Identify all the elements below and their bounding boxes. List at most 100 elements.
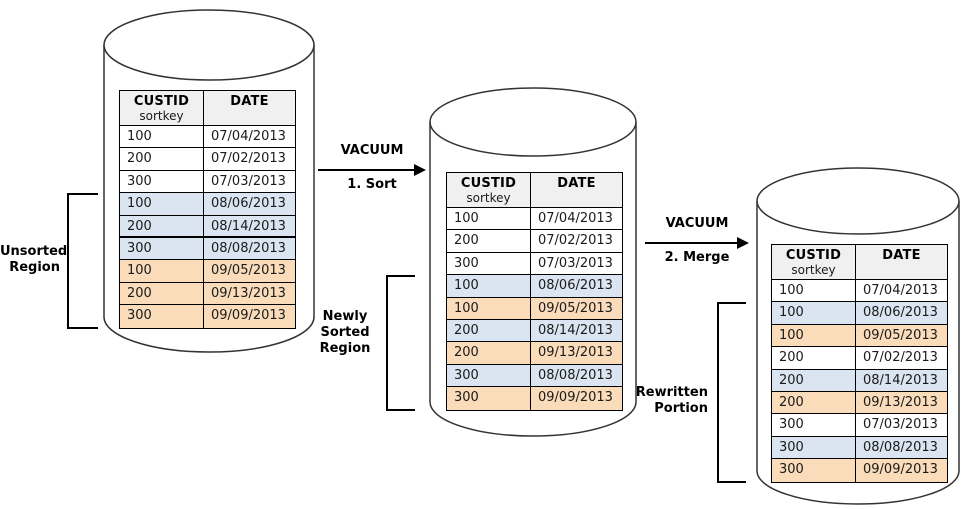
table-row: 300 07/03/2013 — [447, 252, 622, 276]
region-label-line: Newly — [322, 309, 368, 324]
region-label-line: Region — [319, 341, 371, 356]
vacuum-sort-step-label: 1. Sort — [347, 177, 397, 192]
custid-cell: 200 — [447, 319, 531, 342]
custid-cell: 100 — [772, 302, 856, 324]
sortkey-header-label: sortkey — [139, 109, 184, 123]
custid-cell: 200 — [120, 148, 204, 170]
date-cell: 07/02/2013 — [538, 233, 613, 249]
table-row: 300 09/09/2013 — [120, 305, 295, 328]
date-header-label: DATE — [882, 248, 921, 263]
date-cell: 09/13/2013 — [863, 394, 938, 410]
custid-cell: 300 — [120, 305, 204, 328]
region-label-line: Portion — [654, 401, 708, 416]
table-row: 100 08/06/2013 — [120, 193, 295, 216]
custid-cell: 200 — [120, 282, 204, 305]
custid-cell: 200 — [447, 342, 531, 364]
date-cell: 08/08/2013 — [863, 439, 938, 455]
custid-header-label: CUSTID — [460, 176, 517, 191]
table-row: 200 08/14/2013 — [772, 369, 947, 392]
custid-cell: 100 — [120, 260, 204, 282]
rewritten-portion-bracket — [717, 302, 746, 483]
merge-arrow-icon — [645, 237, 749, 249]
date-cell: 09/05/2013 — [211, 263, 286, 279]
custid-cell: 300 — [772, 414, 856, 436]
vacuum-merge-step-label: 2. Merge — [664, 250, 730, 265]
custid-cell: 300 — [772, 459, 856, 482]
custid-cell: 100 — [772, 280, 856, 302]
custid-cell: 100 — [447, 275, 531, 297]
date-cell: 08/06/2013 — [863, 305, 938, 321]
date-cell: 07/04/2013 — [538, 211, 613, 226]
custid-cell: 300 — [447, 387, 531, 410]
custid-column-header: CUSTID sortkey — [772, 245, 856, 279]
date-cell: 08/14/2013 — [863, 372, 938, 388]
custid-cell: 100 — [120, 126, 204, 148]
date-cell: 09/09/2013 — [863, 462, 938, 478]
region-label-line: Unsorted — [0, 244, 68, 259]
custid-header-label: CUSTID — [785, 248, 842, 263]
table-row: 300 09/09/2013 — [772, 459, 947, 482]
table-row: 200 09/13/2013 — [120, 282, 295, 306]
region-label-line: Sorted — [320, 325, 370, 340]
vacuum-sort-title: VACUUM — [340, 143, 404, 158]
date-header-label: DATE — [230, 94, 269, 109]
custid-cell: 200 — [772, 347, 856, 369]
date-cell: 08/06/2013 — [211, 196, 286, 212]
custid-column-header: CUSTID sortkey — [447, 173, 531, 207]
date-cell: 07/03/2013 — [538, 255, 613, 271]
custid-cell: 300 — [447, 252, 531, 275]
table-after-merge: CUSTID sortkey DATE 100 07/04/2013 100 08/0… — [771, 244, 948, 483]
table-header: CUSTID sortkey DATE — [772, 245, 947, 280]
cylinder-top — [103, 9, 315, 81]
date-cell: 08/06/2013 — [538, 278, 613, 294]
date-cell: 08/14/2013 — [211, 218, 286, 234]
custid-cell: 200 — [772, 369, 856, 391]
table-row: 100 07/04/2013 — [772, 280, 947, 303]
custid-cell: 100 — [120, 193, 204, 215]
date-column-header: DATE — [531, 173, 622, 207]
region-label-line: Region — [9, 260, 60, 275]
cylinder-top — [429, 87, 637, 157]
date-cell: 09/09/2013 — [538, 390, 613, 406]
table-initial: CUSTID sortkey DATE 100 07/04/2013 200 07/0… — [119, 90, 296, 329]
date-cell: 08/14/2013 — [538, 322, 613, 338]
table-row: 200 08/14/2013 — [447, 319, 622, 343]
custid-column-header: CUSTID sortkey — [120, 91, 204, 125]
date-cell: 09/09/2013 — [211, 308, 286, 324]
date-cell: 07/04/2013 — [863, 283, 938, 298]
table-header: CUSTID sortkey DATE — [120, 91, 295, 126]
table-row: 100 09/05/2013 — [120, 260, 295, 283]
table-row: 300 09/09/2013 — [447, 387, 622, 410]
sortkey-header-label: sortkey — [791, 263, 836, 277]
table-row: 100 08/06/2013 — [772, 302, 947, 325]
sort-arrow-icon — [318, 164, 426, 176]
custid-cell: 300 — [447, 364, 531, 387]
custid-cell: 300 — [120, 170, 204, 193]
date-cell: 07/02/2013 — [211, 151, 286, 167]
date-column-header: DATE — [856, 245, 947, 279]
custid-cell: 200 — [120, 215, 204, 236]
custid-header-label: CUSTID — [133, 94, 190, 109]
date-column-header: DATE — [204, 91, 295, 125]
table-row: 200 07/02/2013 — [120, 148, 295, 171]
date-cell: 09/13/2013 — [211, 285, 286, 301]
date-cell: 07/04/2013 — [211, 129, 286, 144]
date-cell: 08/08/2013 — [211, 240, 286, 256]
